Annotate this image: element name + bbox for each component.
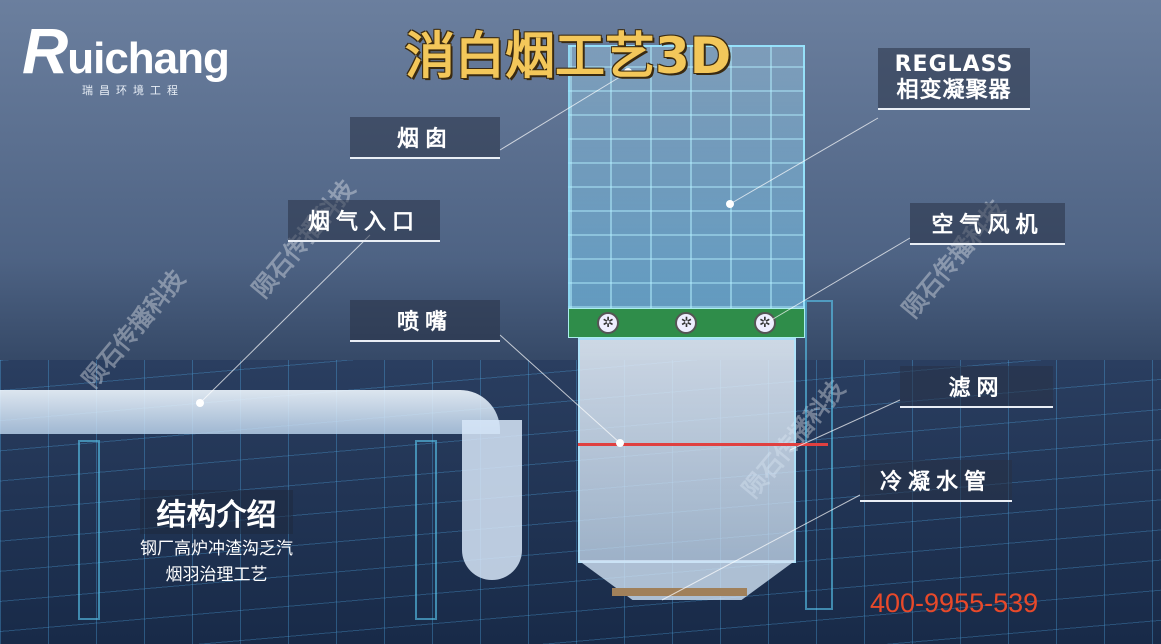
filter-mesh	[578, 443, 828, 446]
marker-dot	[726, 200, 734, 208]
intro-line2: 烟羽治理工艺	[165, 565, 268, 585]
intro-caption: 结构介绍 钢厂高炉冲渣沟乏汽 烟羽治理工艺	[140, 490, 293, 586]
flue-pipe-elbow	[462, 420, 522, 580]
condensate-tray	[612, 588, 747, 596]
phone-number: 400-9955-539	[870, 588, 1039, 618]
intro-line1: 钢厂高炉冲渣沟乏汽	[140, 539, 293, 559]
fan-section: ✲ ✲ ✲	[568, 308, 805, 338]
support-frame	[415, 440, 437, 620]
label-condensate-pipe: 冷凝水管	[860, 460, 1012, 502]
ladder-frame	[805, 300, 833, 610]
fan-icon: ✲	[597, 312, 620, 334]
label-chimney: 烟囱	[350, 117, 500, 159]
marker-dot	[624, 68, 632, 76]
logo: Ruichang 瑞昌环境工程	[22, 14, 230, 98]
label-filter: 滤网	[900, 366, 1053, 408]
label-nozzle: 喷嘴	[350, 300, 500, 342]
page-title: 消白烟工艺3D	[405, 27, 732, 85]
spray-chamber	[578, 338, 796, 563]
label-flue-inlet: 烟气入口	[288, 200, 440, 242]
label-reglass-line1: REGLASS	[894, 52, 1014, 77]
marker-dot	[196, 399, 204, 407]
support-frame	[78, 440, 100, 620]
fan-icon: ✲	[675, 312, 698, 334]
marker-dot	[616, 439, 624, 447]
label-air-fan: 空气风机	[910, 203, 1065, 245]
fan-icon: ✲	[753, 312, 776, 334]
reglass-condenser	[568, 45, 805, 310]
logo-name: uichang	[67, 34, 230, 83]
label-reglass-line2: 相变凝聚器	[896, 78, 1012, 103]
logo-letter: R	[22, 15, 68, 87]
intro-heading: 结构介绍	[140, 490, 293, 534]
flue-pipe	[0, 390, 500, 434]
logo-subtitle: 瑞昌环境工程	[82, 84, 184, 97]
label-reglass: REGLASS 相变凝聚器	[878, 48, 1030, 110]
